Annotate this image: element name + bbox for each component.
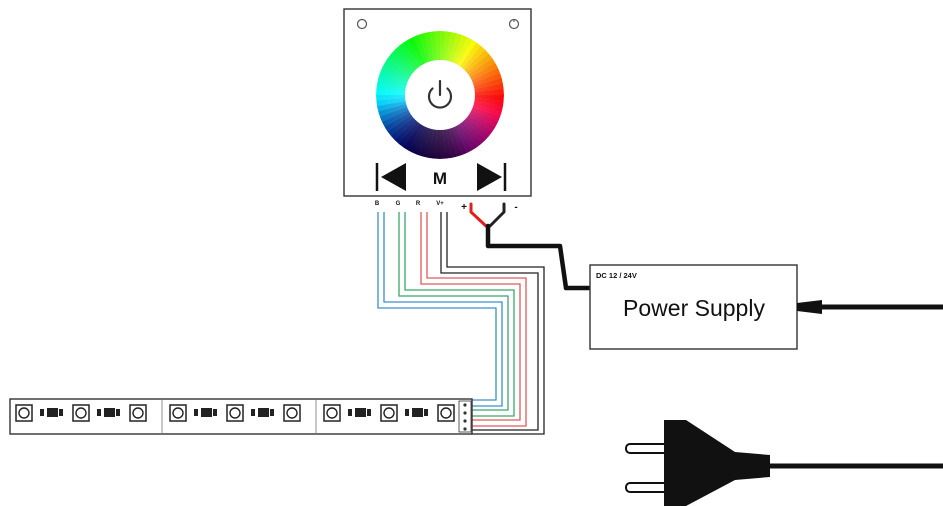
wire-red xyxy=(420,212,527,427)
prev-arrow-icon[interactable] xyxy=(375,163,406,191)
resistor xyxy=(47,408,58,417)
resistor xyxy=(270,409,274,416)
screw-icon xyxy=(356,18,368,30)
terminal-label-vplus: V+ xyxy=(436,201,444,207)
resistor xyxy=(258,408,269,417)
power-supply-box xyxy=(589,264,798,350)
power-supply-label: Power Supply xyxy=(623,295,765,321)
led-lens xyxy=(383,407,395,419)
terminal-label-g: G xyxy=(396,201,401,207)
next-arrow-icon[interactable] xyxy=(477,163,507,191)
terminal-label-r: R xyxy=(416,201,421,207)
wire-blue xyxy=(377,212,503,407)
color-wheel[interactable] xyxy=(376,31,504,159)
resistor xyxy=(104,408,115,417)
wire-vplus xyxy=(440,212,545,435)
resistor xyxy=(348,409,352,416)
power-supply: DC 12 / 24V Power Supply xyxy=(589,264,943,350)
led-lens xyxy=(229,407,241,419)
resistor xyxy=(355,408,366,417)
polarity-plus: + xyxy=(461,202,467,213)
dc-input-wires xyxy=(469,202,593,291)
resistor xyxy=(40,409,44,416)
resistor xyxy=(201,408,212,417)
led-lens xyxy=(18,407,30,419)
screw-icon xyxy=(508,18,520,30)
led-lens xyxy=(75,407,87,419)
resistor xyxy=(251,409,255,416)
led-lens xyxy=(172,407,184,419)
power-icon[interactable] xyxy=(427,79,453,109)
power-supply-rating: DC 12 / 24V xyxy=(596,271,637,280)
polarity-minus: - xyxy=(514,202,517,213)
resistor xyxy=(59,409,63,416)
led-lens xyxy=(326,407,338,419)
mode-button[interactable]: M xyxy=(433,169,447,188)
resistor xyxy=(367,409,371,416)
terminal-label-b: B xyxy=(375,201,380,207)
led-lens xyxy=(440,407,452,419)
resistor xyxy=(213,409,217,416)
resistor xyxy=(405,409,409,416)
wire-green xyxy=(398,212,515,417)
resistor xyxy=(194,409,198,416)
resistor xyxy=(116,409,120,416)
led-strip xyxy=(9,398,473,435)
resistor xyxy=(97,409,101,416)
led-lens xyxy=(286,407,298,419)
resistor xyxy=(412,408,423,417)
touch-controller: M B G R V+ + - xyxy=(343,8,532,213)
plug-icon xyxy=(625,420,943,506)
strip-connector xyxy=(458,400,472,433)
resistor xyxy=(424,409,428,416)
led-lens xyxy=(132,407,144,419)
ac-cable-connector xyxy=(797,300,822,314)
